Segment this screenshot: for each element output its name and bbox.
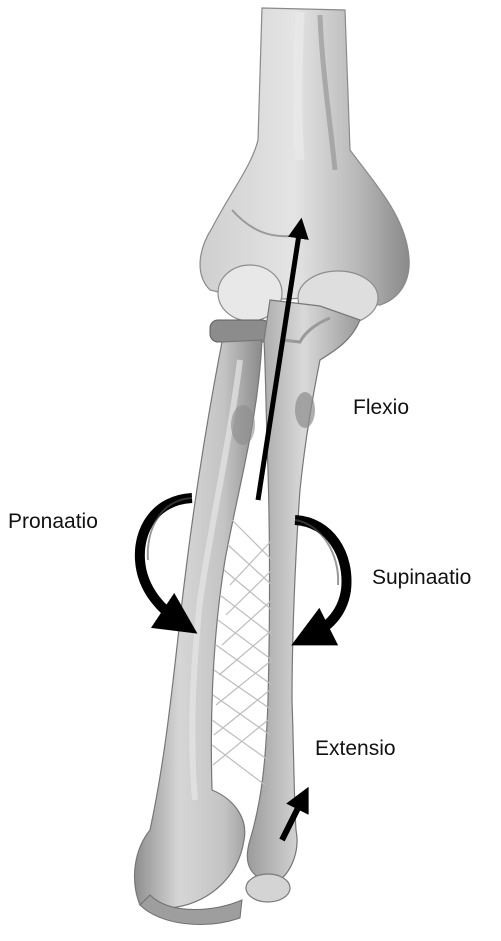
- radial-head: [210, 320, 270, 342]
- flexion-label: Flexio: [353, 396, 409, 420]
- pronation-label: Pronaatio: [8, 510, 98, 534]
- supination-label: Supinaatio: [372, 566, 471, 590]
- humerus: [200, 8, 409, 325]
- radial-tuberosity: [231, 405, 255, 445]
- ulna-tuberosity: [295, 392, 315, 428]
- extension-label: Extensio: [315, 737, 396, 761]
- ulna-head: [246, 874, 290, 902]
